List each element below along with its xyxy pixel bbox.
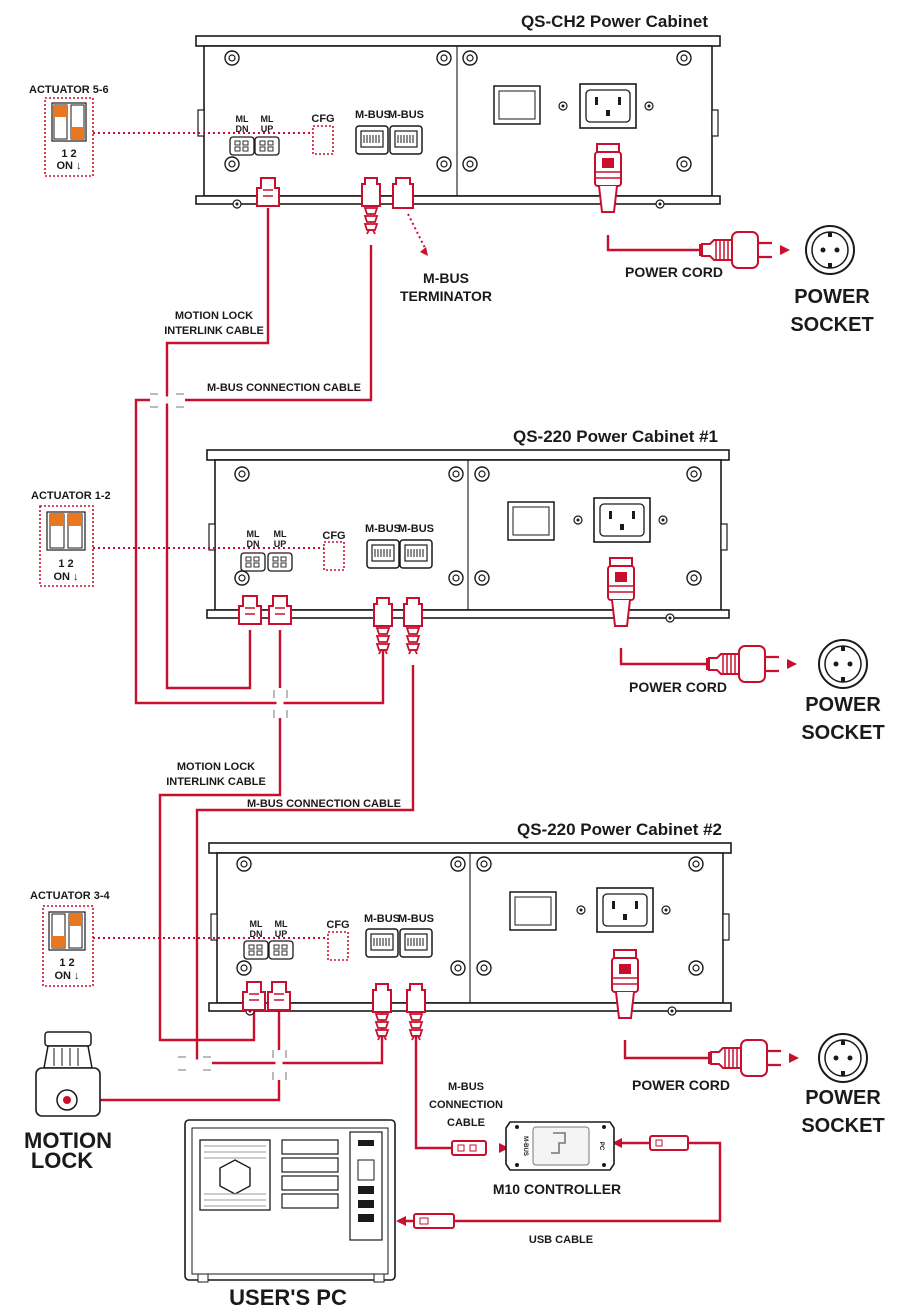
- svg-text:TERMINATOR: TERMINATOR: [400, 288, 492, 304]
- cabinet-title: QS-CH2 Power Cabinet: [521, 12, 708, 31]
- mbus-m10-cable: [414, 1030, 452, 1150]
- ml-dn-port: [229, 136, 255, 156]
- svg-text:QS-220 Power Cabinet #1: QS-220 Power Cabinet #1: [513, 427, 718, 446]
- svg-text:M-BUS: M-BUS: [364, 913, 400, 925]
- svg-text:QS-220 Power Cabinet #2: QS-220 Power Cabinet #2: [517, 820, 722, 839]
- svg-text:M10 CONTROLLER: M10 CONTROLLER: [493, 1181, 621, 1197]
- svg-text:M-BUS: M-BUS: [423, 270, 469, 286]
- svg-text:1 2: 1 2: [61, 148, 76, 160]
- power-plug: [707, 1038, 783, 1078]
- mbus-port-2: [389, 125, 423, 155]
- svg-text:POWER CORD: POWER CORD: [625, 264, 723, 280]
- motion-lock: MOTION LOCK: [24, 1031, 112, 1173]
- svg-text:POWER: POWER: [794, 286, 870, 308]
- svg-text:MOTION LOCK: MOTION LOCK: [177, 761, 255, 773]
- svg-text:ACTUATOR 3-4: ACTUATOR 3-4: [30, 890, 111, 902]
- power-cord-cab2: [623, 1040, 709, 1060]
- power-sockets: POWER SOCKET POWER SOCKET POWER SOCKET: [790, 225, 885, 1137]
- power-socket-icon: [818, 639, 868, 689]
- svg-text:ACTUATOR 5-6: ACTUATOR 5-6: [29, 84, 109, 96]
- connector-plugs: [238, 143, 783, 1078]
- svg-text:UP: UP: [275, 929, 288, 939]
- svg-text:SOCKET: SOCKET: [790, 314, 873, 336]
- mbus-terminator-plug: [392, 177, 414, 209]
- svg-text:POWER: POWER: [805, 694, 881, 716]
- cfg-switch: [312, 125, 334, 155]
- svg-text:M-BUS: M-BUS: [398, 913, 434, 925]
- svg-text:ON ↓: ON ↓: [56, 160, 81, 172]
- svg-text:MOTION LOCK: MOTION LOCK: [175, 310, 253, 322]
- svg-text:M-BUS: M-BUS: [388, 109, 424, 121]
- mbus-cable-mid: [195, 665, 415, 1065]
- power-plug: [705, 644, 781, 684]
- power-plug: [698, 230, 774, 270]
- power-cord-cab1: [619, 648, 707, 666]
- ml-interlink-cable-top: [165, 208, 270, 690]
- svg-text:POWER: POWER: [805, 1087, 881, 1109]
- svg-text:INTERLINK CABLE: INTERLINK CABLE: [164, 325, 264, 337]
- svg-text:ML: ML: [236, 114, 249, 124]
- svg-text:CFG: CFG: [311, 113, 334, 125]
- svg-text:MOTION: MOTION: [24, 1128, 112, 1153]
- svg-text:M-BUS: M-BUS: [522, 1136, 528, 1156]
- m10-controller: M-BUS PC M10 CONTROLLER: [413, 1121, 689, 1229]
- svg-text:ON ↓: ON ↓: [54, 970, 79, 982]
- ml-interlink-cable-mid: [158, 630, 282, 1042]
- svg-text:ON ↓: ON ↓: [53, 571, 78, 583]
- actuator-5-6: ACTUATOR 5-6 1 2 ON ↓: [29, 84, 109, 177]
- svg-text:DN: DN: [247, 539, 260, 549]
- svg-text:USER'S PC: USER'S PC: [229, 1285, 347, 1310]
- svg-text:POWER CORD: POWER CORD: [632, 1077, 730, 1093]
- svg-text:UP: UP: [274, 539, 287, 549]
- svg-text:1 2: 1 2: [58, 558, 73, 570]
- svg-text:POWER CORD: POWER CORD: [629, 679, 727, 695]
- power-cord-ch2: [606, 235, 700, 252]
- svg-text:ML: ML: [250, 919, 263, 929]
- svg-text:ML: ML: [274, 529, 287, 539]
- svg-text:ML: ML: [261, 114, 274, 124]
- svg-text:M-BUS: M-BUS: [398, 523, 434, 535]
- svg-text:DN: DN: [236, 124, 249, 134]
- svg-text:M-BUS: M-BUS: [365, 523, 401, 535]
- cabinet-qs-220-1: QS-220 Power Cabinet #1 ML DN ML UP CFG …: [93, 427, 730, 623]
- power-socket-icon: [818, 1033, 868, 1083]
- svg-text:1 2: 1 2: [59, 957, 74, 969]
- motion-lock-cable: [68, 1008, 281, 1102]
- svg-text:INTERLINK CABLE: INTERLINK CABLE: [166, 776, 266, 788]
- svg-text:M-BUS: M-BUS: [355, 109, 391, 121]
- power-socket-icon: [805, 225, 855, 275]
- svg-text:DN: DN: [250, 929, 263, 939]
- ml-up-port: [254, 136, 280, 156]
- svg-text:ML: ML: [275, 919, 288, 929]
- users-pc: USER'S PC: [184, 1119, 396, 1310]
- cable-labels: M-BUS TERMINATOR POWER CORD POWER CORD P…: [164, 264, 730, 1246]
- svg-text:CABLE: CABLE: [447, 1117, 485, 1129]
- svg-text:ACTUATOR 1-2: ACTUATOR 1-2: [31, 490, 111, 502]
- svg-text:CONNECTION: CONNECTION: [429, 1099, 503, 1111]
- svg-text:ML: ML: [247, 529, 260, 539]
- actuator-3-4: ACTUATOR 3-4 1 2 ON ↓: [30, 890, 111, 987]
- svg-text:USB CABLE: USB CABLE: [529, 1234, 593, 1246]
- svg-text:UP: UP: [261, 124, 274, 134]
- svg-text:SOCKET: SOCKET: [801, 722, 884, 744]
- cabinet-qs-ch2: QS-CH2 Power Cabinet ML DN ML UP CFG M-B…: [93, 12, 721, 209]
- svg-text:CFG: CFG: [322, 530, 345, 542]
- svg-text:M-BUS CONNECTION CABLE: M-BUS CONNECTION CABLE: [207, 382, 361, 394]
- svg-text:PC: PC: [598, 1142, 604, 1151]
- svg-text:LOCK: LOCK: [31, 1148, 93, 1173]
- mbus-cable-top: [134, 245, 385, 705]
- actuator-1-2: ACTUATOR 1-2 1 2 ON ↓: [31, 490, 111, 587]
- svg-text:SOCKET: SOCKET: [801, 1115, 884, 1137]
- cable-crossings: [150, 393, 288, 1080]
- svg-text:M-BUS: M-BUS: [448, 1081, 484, 1093]
- svg-text:M-BUS CONNECTION CABLE: M-BUS CONNECTION CABLE: [247, 798, 401, 810]
- mbus-port-1: [355, 125, 389, 155]
- svg-text:CFG: CFG: [326, 919, 349, 931]
